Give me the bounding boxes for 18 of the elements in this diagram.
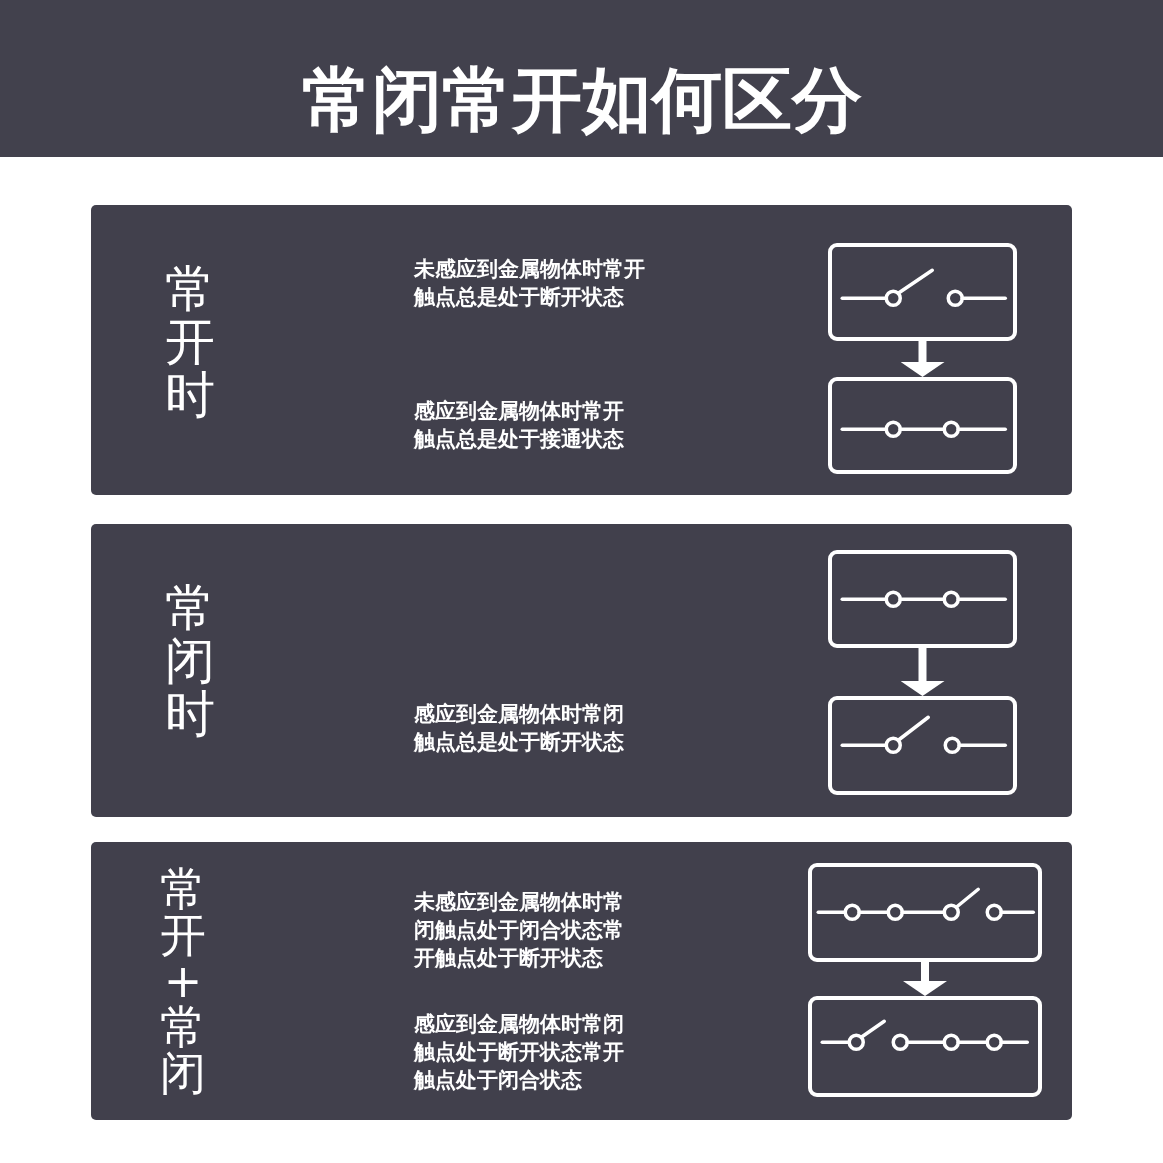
switch-frame [808,996,1042,1097]
panel [91,842,1072,1120]
switch-frame [828,550,1017,648]
vertical-heading: 常开+常闭 [160,866,206,1096]
title: 常闭常开如何区分 [300,60,863,140]
vertical-heading: 常开时 [165,263,215,422]
panel [91,524,1072,817]
description-text: 未感应到金属物体时常闭触点处于闭合状态常开触点处于断开状态 [414,889,625,972]
switch-frame [828,696,1017,795]
description-text: 感应到金属物体时常闭触点总是处于断开状态 [414,701,625,756]
description-text: 感应到金属物体时常闭触点处于断开状态常开触点处于闭合状态 [414,1011,625,1094]
panel [91,205,1072,495]
description-text: 感应到金属物体时常开触点总是处于接通状态 [414,398,625,453]
switch-frame [808,863,1042,962]
switch-frame [828,377,1017,474]
description-text: 未感应到金属物体时常开触点总是处于断开状态 [414,256,646,311]
switch-frame [828,243,1017,341]
vertical-heading: 常闭时 [165,582,215,741]
